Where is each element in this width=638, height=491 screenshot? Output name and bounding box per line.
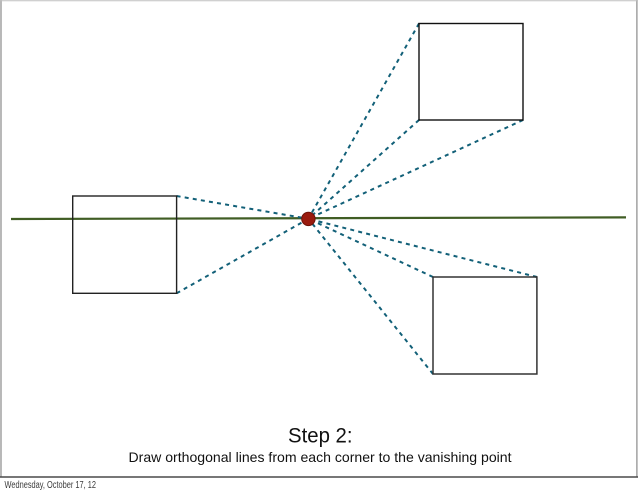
svg-text:Wednesday, October 17, 12: Wednesday, October 17, 12 (5, 480, 97, 491)
svg-text:Draw orthogonal lines from eac: Draw orthogonal lines from each corner t… (129, 450, 512, 465)
svg-text:Step 2:: Step 2: (288, 425, 353, 448)
